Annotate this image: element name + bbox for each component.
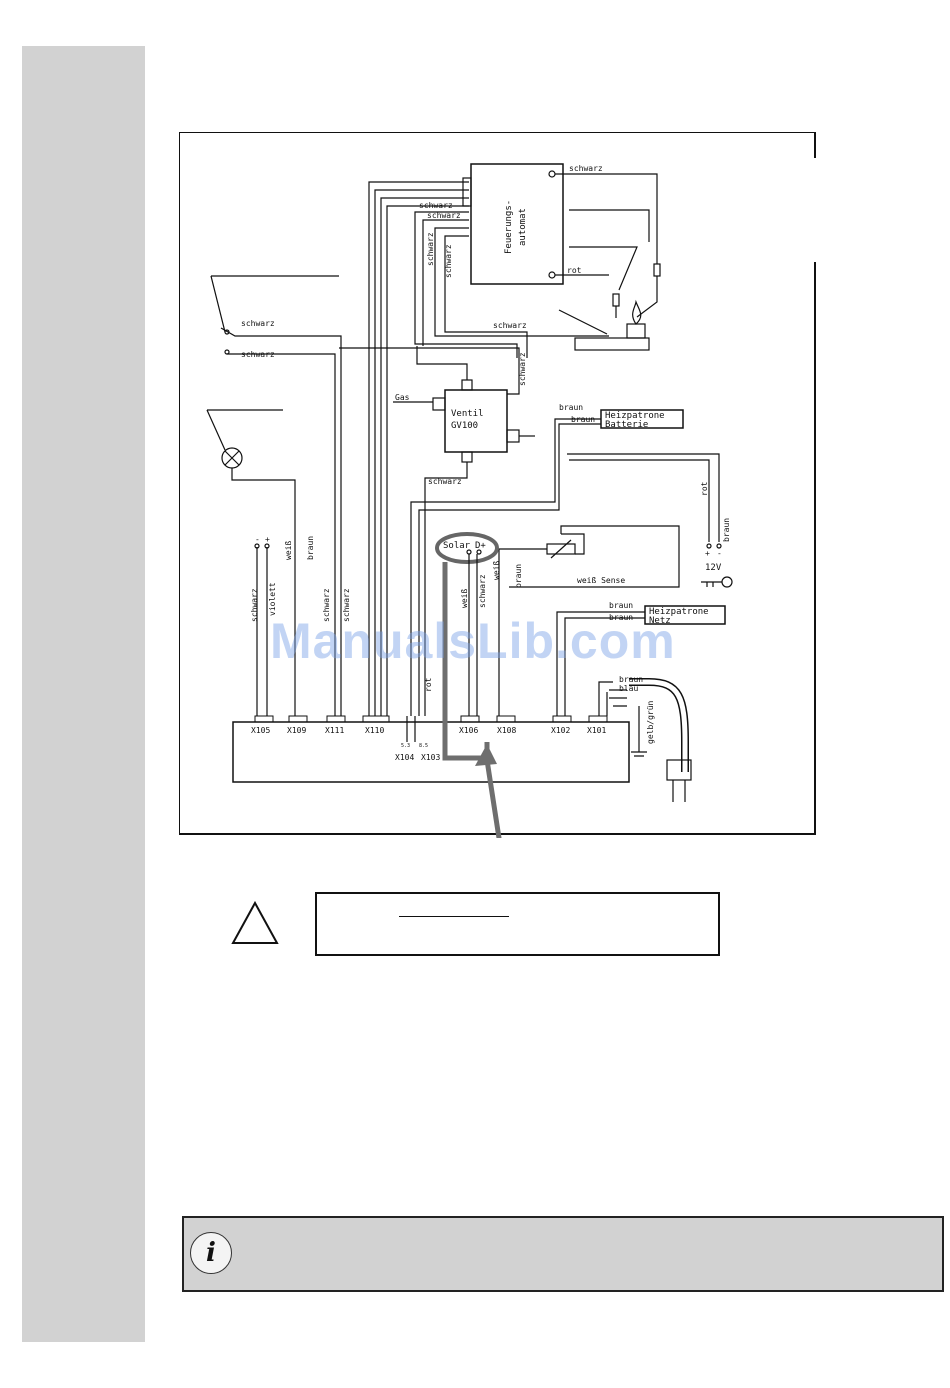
label-pin-53: 5.3 bbox=[401, 743, 410, 749]
label-solar: Solar bbox=[443, 541, 471, 551]
label-schwarz-x105: schwarz bbox=[250, 588, 259, 622]
label-schwarz-switch1: schwarz bbox=[241, 319, 275, 328]
label-braun-batt2: braun bbox=[571, 415, 595, 424]
label-braun-x108: braun bbox=[514, 564, 523, 588]
label-braun-netz1: braun bbox=[609, 601, 633, 610]
label-schwarz-x111-2: schwarz bbox=[342, 588, 351, 622]
label-schwarz-a1: schwarz bbox=[419, 201, 453, 210]
connector-x102: X102 bbox=[551, 726, 570, 735]
warning-box bbox=[315, 892, 720, 956]
label-schwarz-top: schwarz bbox=[569, 164, 603, 173]
label-automat-1: Feuerungs- bbox=[504, 200, 514, 254]
connector-x104: X104 bbox=[395, 753, 414, 762]
label-minus-x105: - bbox=[255, 535, 260, 544]
label-schwarz-vert-1: schwarz bbox=[426, 232, 435, 266]
label-violett-x105: violett bbox=[268, 582, 277, 616]
connector-x103: X103 bbox=[421, 753, 440, 762]
label-rot-x104: rot bbox=[424, 677, 433, 692]
label-ventil-2: GV100 bbox=[451, 421, 478, 431]
info-icon: i bbox=[190, 1232, 232, 1274]
warning-underline bbox=[399, 916, 509, 917]
connector-x101: X101 bbox=[587, 726, 606, 735]
label-blau-plug: blau bbox=[619, 684, 638, 693]
connector-x105: X105 bbox=[251, 726, 270, 735]
connector-x111: X111 bbox=[325, 726, 344, 735]
label-plus-12v: + bbox=[705, 549, 710, 558]
label-automat-2: automat bbox=[518, 208, 528, 246]
connector-x106: X106 bbox=[459, 726, 478, 735]
label-schwarz-switch2: schwarz bbox=[241, 350, 275, 359]
label-schwarz-x106: schwarz bbox=[478, 574, 487, 608]
label-schwarz-x111-1: schwarz bbox=[322, 588, 331, 622]
info-box: i bbox=[182, 1216, 944, 1292]
label-minus-12v: - bbox=[717, 549, 722, 558]
label-ventil-1: Ventil bbox=[451, 409, 484, 419]
label-braun-x109: braun bbox=[306, 536, 315, 560]
label-rot-top: rot bbox=[567, 266, 582, 275]
label-voltage: 12V bbox=[705, 563, 722, 573]
label-braun-batt1: braun bbox=[559, 403, 583, 412]
label-schwarz-valve-bottom: schwarz bbox=[428, 477, 462, 486]
label-heiz-netz-2: Netz bbox=[649, 616, 671, 626]
label-gas: Gas bbox=[395, 393, 410, 402]
connector-x110: X110 bbox=[365, 726, 384, 735]
label-weiss-sense: weiß Sense bbox=[577, 576, 625, 585]
label-plus-x105: + bbox=[265, 535, 270, 544]
label-weiss-x106: weiß bbox=[460, 589, 469, 608]
label-heiz-batt-2: Batterie bbox=[605, 420, 648, 430]
label-d-plus: D+ bbox=[475, 541, 486, 551]
label-pin-85: 8.5 bbox=[419, 743, 428, 749]
label-braun-vert-12v: braun bbox=[722, 518, 731, 542]
label-gelb-gruen: gelb/grün bbox=[646, 700, 655, 744]
page-sidebar bbox=[22, 46, 145, 1342]
connector-x108: X108 bbox=[497, 726, 516, 735]
label-schwarz-burner: schwarz bbox=[493, 321, 527, 330]
label-schwarz-a2: schwarz bbox=[427, 211, 461, 220]
connector-x109: X109 bbox=[287, 726, 306, 735]
label-heiz-batt-1: Heizpatrone bbox=[605, 411, 665, 421]
label-braun-netz2: braun bbox=[609, 613, 633, 622]
wiring-diagram: schwarz schwarz schwarz rot schwarz schw… bbox=[179, 132, 816, 838]
label-schwarz-vert-2: schwarz bbox=[444, 244, 453, 278]
label-weiss-x108: weiß bbox=[492, 561, 501, 580]
label-heiz-netz-1: Heizpatrone bbox=[649, 607, 709, 617]
label-weiss-x109: weiß bbox=[284, 541, 293, 560]
warning-triangle-icon bbox=[231, 900, 279, 944]
label-schwarz-vert-3: schwarz bbox=[518, 352, 527, 386]
label-braun-plug: braun bbox=[619, 675, 643, 684]
label-rot-vert: rot bbox=[700, 481, 709, 496]
watermark: ManualsLib.com bbox=[270, 613, 676, 669]
